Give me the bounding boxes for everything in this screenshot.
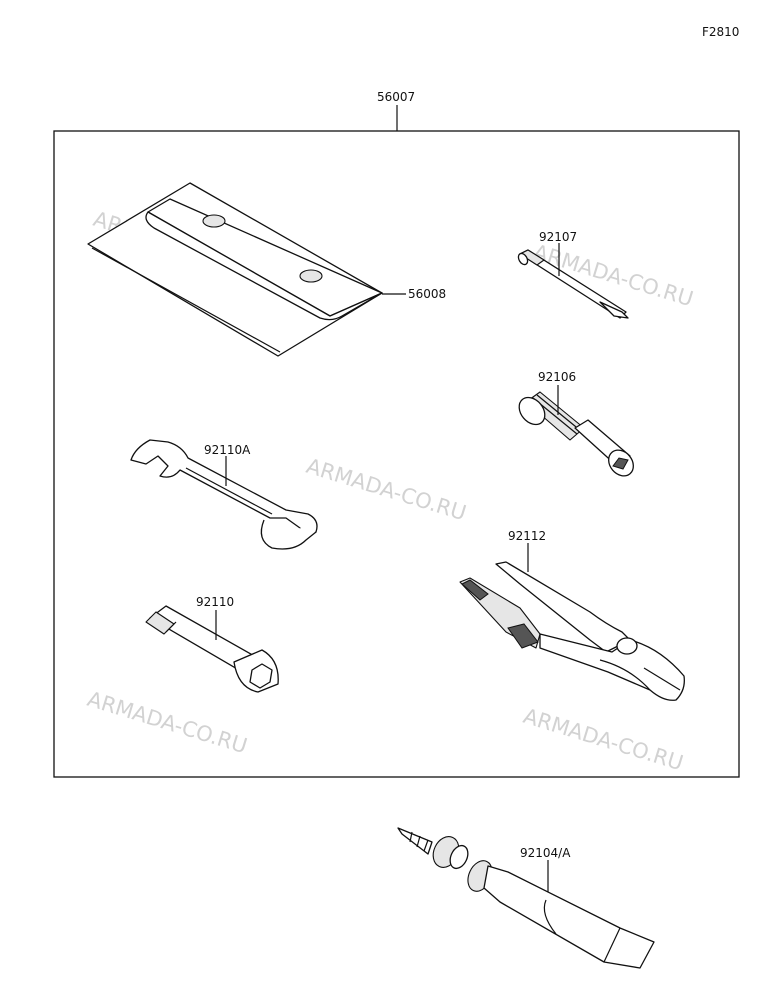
watermark-5: ARMADA-CO.RU bbox=[521, 704, 686, 775]
part-label-bag[interactable]: 56008 bbox=[408, 287, 446, 301]
part-label-wrench[interactable]: 92110A bbox=[204, 443, 251, 457]
screwdriver-handle[interactable] bbox=[514, 391, 638, 481]
pliers[interactable] bbox=[459, 561, 685, 701]
watermark-3: ARMADA-CO.RU bbox=[304, 454, 469, 525]
tool-bag[interactable] bbox=[87, 182, 383, 357]
plug-wrench[interactable] bbox=[145, 605, 279, 693]
part-label-kit[interactable]: 56007 bbox=[377, 90, 415, 104]
sealant-tube[interactable] bbox=[397, 827, 655, 969]
screwdriver-bit[interactable] bbox=[517, 249, 629, 319]
figure-code: F2810 bbox=[702, 25, 739, 39]
part-label-sealant-tube[interactable]: 92104/A bbox=[520, 846, 571, 860]
open-end-wrench[interactable] bbox=[130, 439, 318, 550]
part-label-screwdriver-bit[interactable]: 92107 bbox=[539, 230, 577, 244]
part-label-plug-wrench[interactable]: 92110 bbox=[196, 595, 234, 609]
watermark-4: ARMADA-CO.RU bbox=[85, 687, 250, 758]
part-label-pliers[interactable]: 92112 bbox=[508, 529, 546, 543]
part-label-screwdriver-handle[interactable]: 92106 bbox=[538, 370, 576, 384]
